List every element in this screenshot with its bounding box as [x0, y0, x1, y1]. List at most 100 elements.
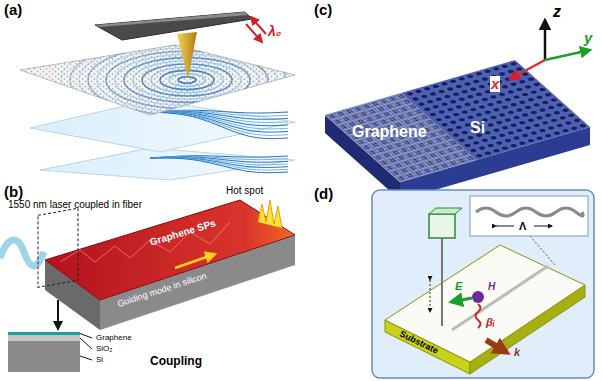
pillar	[493, 128, 500, 132]
pillar	[450, 120, 457, 124]
leader-line	[80, 334, 92, 339]
lattice-line	[400, 160, 476, 182]
text-label: Coupling	[150, 355, 202, 368]
pillar	[450, 79, 457, 83]
graphene-lattice	[325, 93, 476, 182]
text-label: βᵢ	[486, 316, 495, 328]
afm-cantilever	[95, 12, 252, 40]
text-label: Guiding mode in silicon	[116, 272, 208, 310]
pillar	[470, 87, 477, 91]
lattice-line	[377, 139, 453, 161]
pillar	[530, 131, 537, 135]
pillar	[487, 123, 494, 127]
ripple	[169, 74, 205, 87]
panel-frame	[372, 190, 594, 378]
pillar	[473, 100, 480, 104]
pillar	[516, 67, 523, 71]
pillar	[481, 138, 488, 142]
pillar	[435, 97, 442, 101]
pillar	[510, 103, 517, 107]
scan-arrow	[430, 280, 431, 312]
pillar	[447, 87, 454, 91]
text-label: Λ	[519, 220, 526, 232]
text-label: Substrate	[398, 330, 440, 357]
lattice-line	[328, 96, 404, 118]
pillar	[430, 112, 437, 116]
lattice-line	[383, 145, 459, 167]
pillar	[507, 90, 514, 94]
pillar	[507, 131, 514, 135]
cantilever-top	[95, 12, 248, 27]
pillar	[447, 107, 454, 111]
pillar	[519, 100, 526, 104]
block-top	[325, 60, 590, 182]
pillar	[496, 100, 503, 104]
pillar	[545, 133, 552, 137]
pillar	[533, 123, 540, 127]
pillar	[441, 102, 448, 106]
text-label: Graphene	[352, 123, 427, 141]
optical-fiber	[0, 240, 44, 266]
pillar	[516, 87, 523, 91]
pillar	[447, 128, 454, 132]
pillar	[444, 94, 451, 98]
corrugated-graphene	[476, 208, 583, 216]
pillar	[499, 113, 506, 117]
inset-frame	[470, 196, 588, 236]
pillar	[510, 62, 517, 66]
pillar	[479, 84, 486, 88]
pillar	[464, 123, 471, 127]
pillar	[458, 118, 465, 122]
pillar	[539, 87, 546, 91]
pillar	[559, 116, 566, 120]
lattice-line	[394, 155, 470, 177]
pillar	[438, 110, 445, 114]
inset-leader	[530, 236, 555, 265]
pillar	[530, 90, 537, 94]
pillar	[476, 72, 483, 76]
pillar	[548, 126, 555, 130]
sp-arrow	[175, 254, 215, 268]
pillar	[461, 89, 468, 93]
pillar	[496, 120, 503, 124]
pillar	[476, 153, 483, 157]
coupling-plane	[38, 208, 78, 287]
wave-lines	[150, 156, 288, 173]
pillar	[502, 126, 509, 130]
pillar	[516, 108, 523, 112]
afm-tip	[177, 32, 197, 79]
pillar	[562, 108, 569, 112]
pillar	[490, 95, 497, 99]
graphene-layer	[8, 332, 80, 335]
wave-lines	[150, 110, 288, 138]
ripple	[178, 77, 196, 83]
pillar	[467, 95, 474, 99]
pillar	[525, 126, 532, 130]
text-label: (c)	[314, 2, 332, 19]
leader-line	[80, 356, 92, 360]
pillar	[453, 133, 460, 137]
pillar	[464, 82, 471, 86]
pillar	[421, 94, 428, 98]
lattice-line	[386, 147, 462, 169]
sio2-layer	[8, 335, 80, 341]
pillar	[551, 118, 558, 122]
pillar	[522, 92, 529, 96]
substrate-top	[385, 245, 585, 362]
wave-line	[150, 112, 288, 129]
period-arrow	[534, 226, 552, 227]
pillar	[461, 110, 468, 114]
pillar	[453, 92, 460, 96]
pillar	[476, 113, 483, 117]
pillar	[441, 82, 448, 86]
pillar	[432, 84, 439, 88]
pillar	[490, 115, 497, 119]
pillar	[545, 113, 552, 117]
wave-line	[150, 158, 288, 170]
pillar	[464, 102, 471, 106]
pillar	[484, 131, 491, 135]
pillar	[458, 97, 465, 101]
text-label: H	[488, 281, 495, 292]
text-label: 1550 nm laser coupled in fiber	[8, 199, 142, 210]
